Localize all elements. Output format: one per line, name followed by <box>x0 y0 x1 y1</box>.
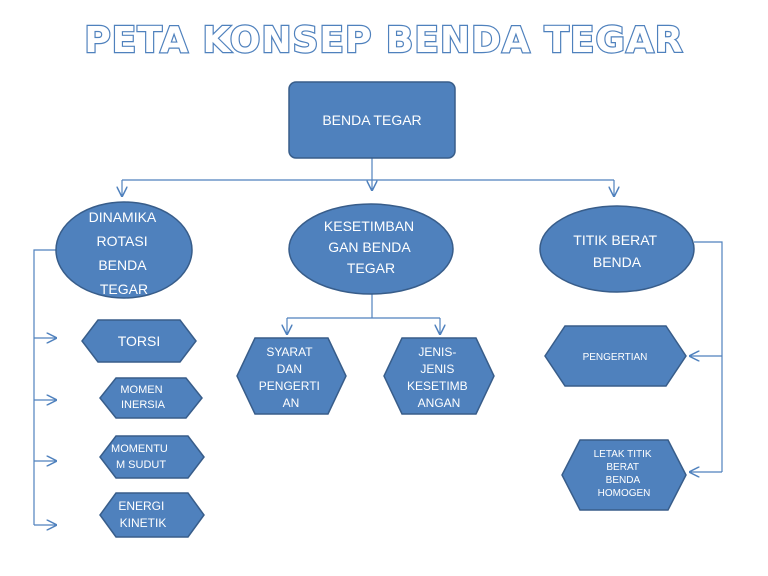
node-pengertian-label: PENGERTIAN <box>583 352 648 363</box>
connector-dinamika-spine <box>33 249 56 525</box>
node-energi-kinetik-label: ENERGI KINETIK <box>118 499 167 530</box>
connector-titik-berat-spine <box>694 241 723 472</box>
node-benda-tegar-label: BENDA TEGAR <box>322 112 421 128</box>
node-jenis: JENIS- JENIS KESETIMB ANGAN <box>383 337 495 415</box>
node-benda-tegar: BENDA TEGAR <box>288 81 456 159</box>
node-dinamika-rotasi-label: DINAMIKA ROTASI BENDA TEGAR <box>89 209 160 297</box>
node-torsi-label: TORSI <box>118 333 161 349</box>
node-kesetimbangan-label: KESETIMBAN GAN BENDA TEGAR <box>324 218 418 276</box>
node-torsi: TORSI <box>81 319 197 363</box>
node-syarat: SYARAT DAN PENGERTI AN <box>236 337 347 415</box>
node-kesetimbangan: KESETIMBAN GAN BENDA TEGAR <box>288 203 454 295</box>
node-letak-titik-berat: LETAK TITIK BERAT BENDA HOMOGEN <box>561 439 687 511</box>
node-momentum-sudut-label: MOMENTU M SUDUT <box>111 443 171 471</box>
node-momentum-sudut: MOMENTU M SUDUT <box>99 435 205 479</box>
node-dinamika-rotasi: DINAMIKA ROTASI BENDA TEGAR <box>55 201 193 299</box>
node-titik-berat: TITIK BERAT BENDA <box>539 205 695 293</box>
node-letak-titik-berat-label: LETAK TITIK BERAT BENDA HOMOGEN <box>594 449 655 499</box>
node-energi-kinetik: ENERGI KINETIK <box>99 492 205 538</box>
node-momen-inersia-label: MOMEN INERSIA <box>120 384 165 411</box>
node-pengertian: PENGERTIAN <box>544 325 687 387</box>
connectors <box>33 158 723 525</box>
node-syarat-label: SYARAT DAN PENGERTI AN <box>259 345 323 410</box>
node-titik-berat-label: TITIK BERAT BENDA <box>573 232 660 270</box>
node-momen-inersia: MOMEN INERSIA <box>99 377 203 419</box>
node-jenis-label: JENIS- JENIS KESETIMB ANGAN <box>407 345 471 410</box>
page-title: PETA KONSEP BENDA TEGAR <box>84 20 683 61</box>
